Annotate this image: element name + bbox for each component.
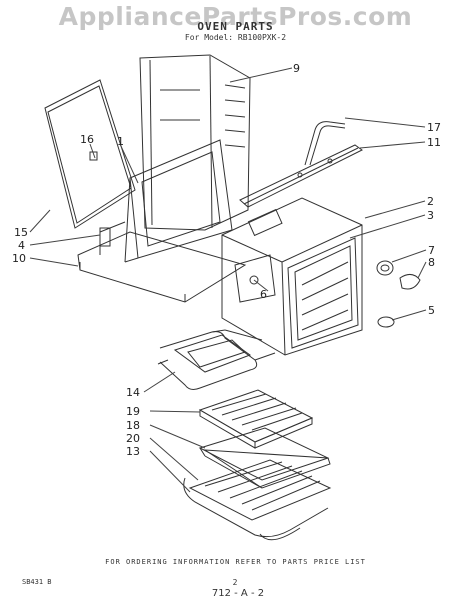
callout-11: 11 bbox=[427, 136, 441, 149]
door-frame-part bbox=[124, 139, 233, 263]
callout-8: 8 bbox=[428, 256, 435, 269]
callout-13: 13 bbox=[126, 445, 140, 458]
ordering-info-note: FOR ORDERING INFORMATION REFER TO PARTS … bbox=[105, 558, 366, 566]
callout-7: 7 bbox=[428, 244, 435, 257]
callout-9: 9 bbox=[293, 62, 300, 75]
callout-10: 10 bbox=[12, 252, 26, 265]
oven-liner-back-part bbox=[139, 54, 251, 231]
callout-labels: 9 17 11 2 3 7 8 5 1 16 15 4 10 6 14 19 1… bbox=[12, 62, 441, 458]
page-number: 2 bbox=[232, 578, 238, 587]
callout-5: 5 bbox=[428, 304, 435, 317]
callout-2: 2 bbox=[427, 195, 434, 208]
broiler-pan-part bbox=[198, 427, 331, 489]
callout-18: 18 bbox=[126, 419, 140, 432]
watermark: AppliancePartsPros.com bbox=[58, 2, 413, 31]
callout-3: 3 bbox=[427, 209, 434, 222]
callout-16: 15 bbox=[14, 226, 28, 239]
broiler-grid-part bbox=[198, 389, 314, 449]
callout-15: 17 bbox=[427, 121, 441, 134]
diagram-title: OVEN PARTS bbox=[197, 20, 274, 33]
oven-cavity-part bbox=[221, 197, 363, 356]
callout-17: 16 bbox=[80, 133, 94, 146]
callout-leader-lines bbox=[29, 67, 427, 493]
callout-1: 1 bbox=[117, 135, 124, 148]
bottom-pan-part bbox=[77, 221, 247, 303]
callout-14: 14 bbox=[126, 386, 140, 399]
top-rail-part bbox=[239, 144, 363, 208]
sensor-probe-part bbox=[304, 121, 346, 166]
rear-panel-part bbox=[44, 79, 136, 229]
handwritten-reference: 712 - A - 2 bbox=[211, 588, 265, 599]
broil-element-part bbox=[157, 329, 276, 390]
oven-rack-part bbox=[183, 459, 332, 541]
callout-20: 20 bbox=[126, 432, 140, 445]
light-assembly-part bbox=[376, 260, 421, 328]
callout-19: 19 bbox=[126, 405, 140, 418]
drawing-code: SB431 B bbox=[22, 578, 52, 586]
diagram-subtitle: For Model: RB100PXK-2 bbox=[184, 33, 287, 42]
callout-4: 4 bbox=[18, 239, 25, 252]
callout-6: 6 bbox=[260, 288, 267, 301]
